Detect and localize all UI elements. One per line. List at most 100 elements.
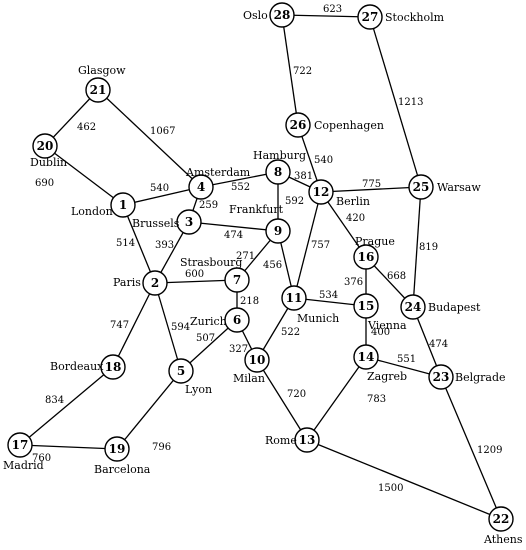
edge-5-19	[116, 370, 182, 450]
city-label-lyon: Lyon	[185, 383, 212, 396]
city-label-rome: Rome	[265, 434, 297, 447]
node-18: 18	[100, 354, 126, 380]
node-id-17: 17	[12, 438, 29, 452]
node-9: 9	[265, 218, 291, 244]
node-circle-19	[104, 436, 130, 462]
edge-23-22	[440, 376, 502, 520]
node-circle-24	[400, 294, 426, 320]
node-2: 2	[142, 270, 168, 296]
city-label-oslo: Oslo	[243, 9, 268, 22]
edge-weight-16-24: 668	[387, 271, 406, 282]
node-3: 3	[176, 209, 202, 235]
node-id-12: 12	[313, 185, 330, 199]
edge-weight-11-15: 534	[319, 290, 338, 301]
node-7: 7	[224, 267, 250, 293]
edge-weight-21-20: 462	[77, 122, 96, 133]
node-circle-1	[110, 192, 136, 218]
edge-14-23	[365, 356, 442, 378]
node-circle-9	[265, 218, 291, 244]
city-label-strasbourg: Strasbourg	[180, 256, 242, 269]
edge-27-25	[369, 16, 422, 188]
node-28: 28	[269, 2, 295, 28]
edge-weight-25-24: 819	[419, 242, 438, 253]
edge-weight-12-16: 420	[346, 213, 365, 224]
node-25: 25	[408, 174, 434, 200]
city-label-bordeaux: Bordeaux	[50, 360, 104, 373]
node-19: 19	[104, 436, 130, 462]
node-id-11: 11	[286, 291, 303, 305]
node-circle-26	[285, 112, 311, 138]
node-26: 26	[285, 112, 311, 138]
node-circle-22	[488, 506, 514, 532]
city-label-stockholm: Stockholm	[385, 11, 445, 24]
edge-1-4	[122, 186, 202, 206]
edge-1-2	[122, 204, 156, 284]
node-22: 22	[488, 506, 514, 532]
city-labels-layer: LondonParisBrusselsAmsterdamLyonZurichSt…	[3, 9, 523, 546]
edge-weight-23-22: 1209	[477, 445, 502, 456]
city-label-athens: Athens	[483, 533, 523, 546]
edge-17-19	[19, 444, 118, 450]
edge-weight-21-4: 1067	[150, 126, 175, 137]
node-23: 23	[428, 364, 454, 390]
edge-weight-2-18: 747	[110, 320, 129, 331]
node-circle-14	[353, 344, 379, 370]
node-circle-23	[428, 364, 454, 390]
edge-weight-8-12: 381	[294, 171, 313, 182]
node-id-6: 6	[233, 313, 241, 327]
city-label-berlin: Berlin	[336, 195, 370, 208]
node-id-7: 7	[233, 273, 241, 287]
city-label-london: London	[71, 205, 113, 218]
edge-21-4	[97, 89, 202, 188]
node-14: 14	[353, 344, 379, 370]
edge-weight-27-25: 1213	[398, 97, 423, 108]
city-label-brussels: Brussels	[132, 217, 180, 230]
node-12: 12	[308, 179, 334, 205]
city-label-glasgow: Glasgow	[78, 64, 126, 77]
node-id-22: 22	[493, 512, 510, 526]
nodes-layer: 1234567891011121314151617181920212223242…	[7, 2, 514, 532]
node-id-26: 26	[290, 118, 307, 132]
node-6: 6	[224, 307, 250, 333]
city-label-munich: Munich	[297, 312, 339, 325]
node-circle-21	[85, 77, 111, 103]
city-label-frankfurt: Frankfurt	[229, 203, 284, 216]
city-label-vienna: Vienna	[367, 319, 407, 332]
edge-weight-16-15: 376	[344, 277, 363, 288]
edge-weight-8-9: 592	[285, 196, 304, 207]
edge-2-18	[112, 282, 156, 368]
edge-4-8	[200, 171, 279, 188]
edge-weight-28-27: 623	[323, 4, 342, 15]
node-id-14: 14	[358, 350, 375, 364]
node-circle-27	[357, 4, 383, 30]
city-label-zurich: Zurich	[190, 315, 227, 328]
edge-10-13	[256, 359, 308, 441]
node-id-3: 3	[185, 215, 193, 229]
city-label-belgrade: Belgrade	[455, 371, 506, 384]
edge-weight-9-7: 271	[236, 251, 255, 262]
node-circle-5	[168, 358, 194, 384]
edge-weight-28-26: 722	[293, 66, 312, 77]
city-label-zagreb: Zagreb	[367, 370, 407, 383]
node-id-23: 23	[433, 370, 450, 384]
node-id-4: 4	[197, 180, 205, 194]
node-circle-8	[265, 159, 291, 185]
node-id-28: 28	[274, 8, 291, 22]
node-8: 8	[265, 159, 291, 185]
node-circle-25	[408, 174, 434, 200]
edge-weight-26-12: 540	[314, 155, 333, 166]
edge-weight-3-9: 474	[224, 230, 243, 241]
edge-weight-14-23: 551	[397, 354, 416, 365]
node-circle-6	[224, 307, 250, 333]
node-circle-13	[294, 427, 320, 453]
edge-weight-2-5: 594	[171, 322, 190, 333]
node-16: 16	[353, 244, 379, 270]
node-circle-11	[281, 285, 307, 311]
city-label-milan: Milan	[233, 372, 265, 385]
edge-weight-3-2: 393	[155, 240, 174, 251]
node-21: 21	[85, 77, 111, 103]
edge-weight-13-22: 1500	[378, 483, 403, 494]
node-5: 5	[168, 358, 194, 384]
node-id-27: 27	[362, 10, 379, 24]
edge-2-5	[154, 282, 182, 372]
